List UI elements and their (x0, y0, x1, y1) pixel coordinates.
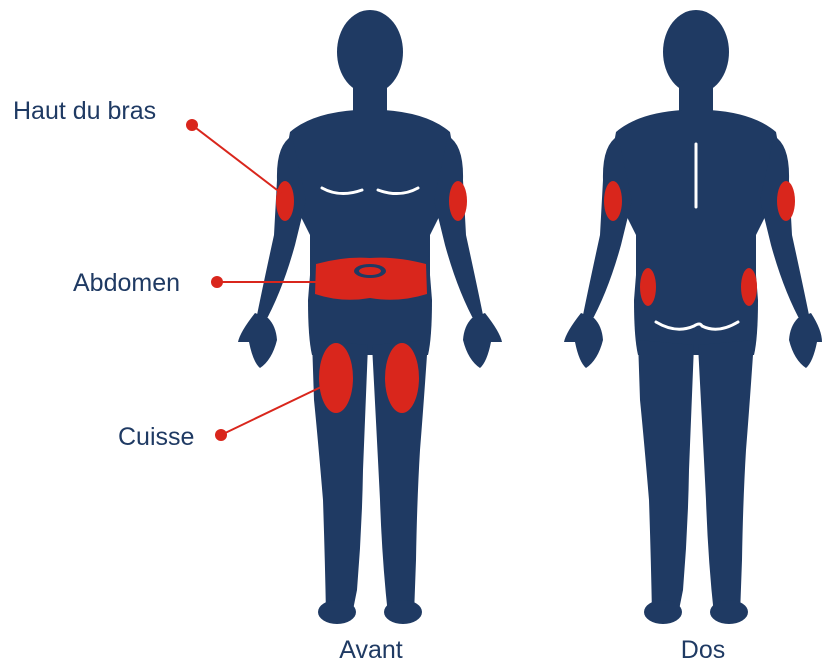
callout-thigh: Cuisse (118, 387, 321, 451)
callout-line-upper-arm (192, 125, 281, 193)
callout-dot-upper-arm (186, 119, 198, 131)
front-body-silhouette (238, 10, 502, 624)
callout-dot-abdomen (211, 276, 223, 288)
back-site-upper-arm-left (604, 181, 622, 221)
caption-back: Dos (681, 636, 725, 661)
front-navel (359, 267, 381, 275)
front-site-thigh-right (385, 343, 419, 413)
caption-front: Avant (339, 636, 403, 661)
label-thigh: Cuisse (118, 423, 194, 451)
back-site-flank-left (640, 268, 656, 306)
front-figure (238, 10, 502, 624)
front-site-abdomen (315, 258, 427, 300)
callout-upper-arm: Haut du bras (13, 97, 281, 193)
back-site-flank-right (741, 268, 757, 306)
front-site-upper-arm-left (276, 181, 294, 221)
label-upper-arm: Haut du bras (13, 97, 156, 125)
back-site-upper-arm-right (777, 181, 795, 221)
back-figure (564, 10, 822, 624)
front-site-upper-arm-right (449, 181, 467, 221)
callout-line-thigh (221, 387, 321, 435)
back-body-silhouette (564, 10, 822, 624)
front-site-thigh-left (319, 343, 353, 413)
label-abdomen: Abdomen (73, 269, 180, 297)
callout-dot-thigh (215, 429, 227, 441)
